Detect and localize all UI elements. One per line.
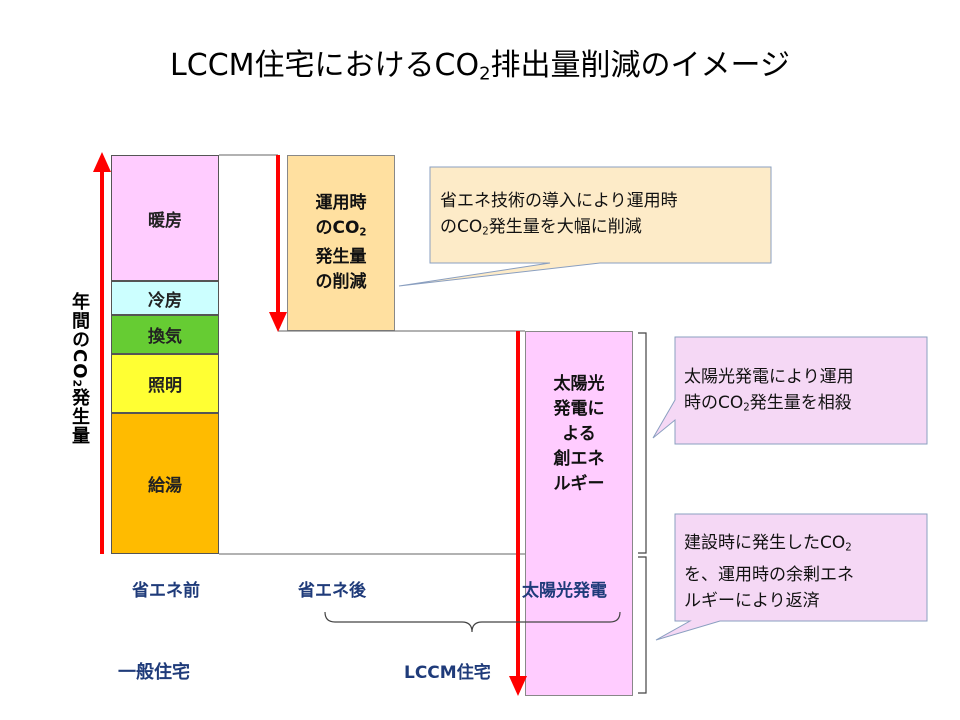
reduction-arrow-head	[269, 312, 287, 332]
reduction-box: 運用時 のCO2 発生量 の削減	[287, 155, 395, 331]
callout-2-text: 太陽光発電により運用 時のCO2発生量を相殺	[684, 367, 854, 414]
callout-3-text: 建設時に発生したCO2 を、運用時の余剰エネ ルギーにより返済	[684, 533, 854, 611]
label-before: 省エネ前	[132, 581, 200, 601]
label-after: 省エネ後	[298, 581, 366, 601]
lccm-brace	[324, 611, 621, 633]
bracket-solar-lower	[638, 556, 647, 694]
label-lccm-house: LCCM住宅	[404, 663, 491, 683]
label-solar: 太陽光発電	[522, 581, 607, 601]
solar-box: 太陽光 発電に よる 創エネ ルギー	[525, 331, 633, 696]
bracket-solar-upper	[638, 332, 647, 554]
segment-heating: 暖房	[111, 155, 219, 281]
callout-1-shape	[398, 166, 772, 287]
label-general-house: 一般住宅	[118, 662, 190, 683]
segment-lighting: 照明	[111, 354, 219, 413]
axis-arrow-head	[93, 152, 111, 172]
segment-hot-water: 給湯	[111, 413, 219, 554]
callout-3-shape	[655, 513, 928, 641]
page-title: LCCM住宅におけるCO2排出量削減のイメージ	[170, 48, 790, 85]
axis-label: 年間のCO2発生量	[69, 292, 90, 446]
callout-1-text: 省エネ技術の導入により運用時 のCO2発生量を大幅に削減	[440, 191, 678, 238]
segment-ventilation: 換気	[111, 315, 219, 354]
segment-cooling: 冷房	[111, 281, 219, 315]
callout-2-shape	[652, 336, 928, 445]
solar-arrow-head	[509, 676, 527, 696]
